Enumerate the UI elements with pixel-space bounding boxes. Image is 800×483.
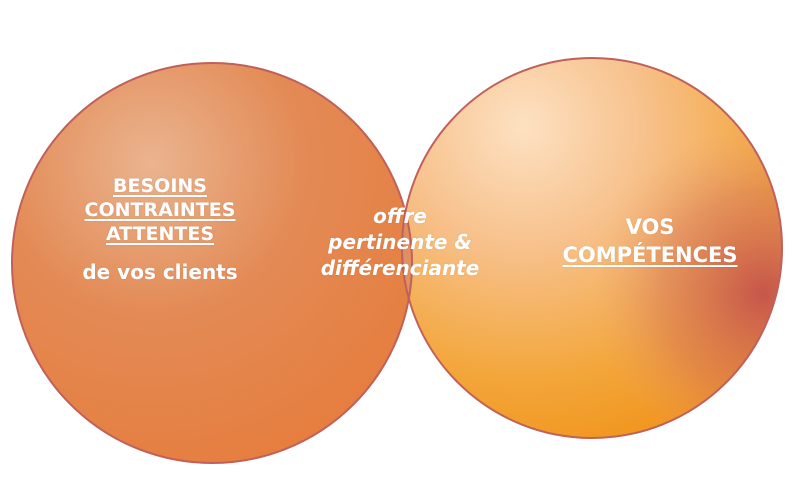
overlap-line-3: différenciante bbox=[320, 256, 480, 280]
right-line-competences: COMPÉTENCES bbox=[562, 243, 738, 268]
left-circle bbox=[12, 63, 412, 463]
right-circle-outline bbox=[401, 57, 783, 439]
left-line-attentes: ATTENTES bbox=[105, 222, 215, 245]
left-line-besoins: BESOINS bbox=[113, 175, 207, 197]
overlap-line-1: offre bbox=[373, 204, 427, 228]
left-line-contraintes: CONTRAINTES bbox=[84, 198, 236, 221]
left-subtitle: de vos clients bbox=[82, 260, 238, 285]
overlap-line-2: pertinente & bbox=[328, 230, 472, 254]
right-line-vos: VOS bbox=[625, 215, 675, 239]
right-circle-shade bbox=[402, 58, 782, 438]
right-circle-label: VOS COMPÉTENCES bbox=[520, 213, 780, 270]
left-circle-outline bbox=[11, 62, 413, 464]
left-circle-label: BESOINS CONTRAINTES ATTENTES de vos clie… bbox=[40, 175, 280, 285]
overlap-label: offre pertinente & différenciante bbox=[290, 203, 510, 281]
